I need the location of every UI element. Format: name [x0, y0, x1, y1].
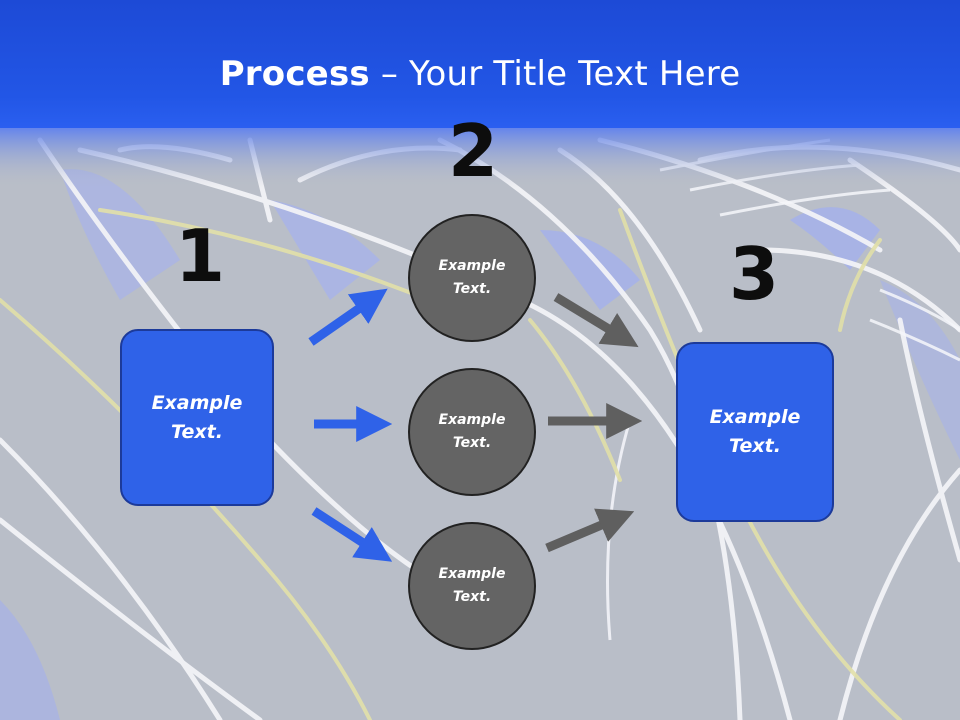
step-3-number: 3	[728, 232, 780, 316]
title-regular-part: – Your Title Text Here	[369, 54, 741, 94]
arrow-top-to-end	[553, 293, 639, 348]
arrow-start-to-bottom	[311, 507, 393, 562]
arrow-bottom-to-end	[545, 508, 635, 553]
slide-title: Process – Your Title Text Here	[0, 52, 960, 96]
circle-top: Example Text.	[408, 214, 536, 342]
step-1-number: 1	[174, 214, 226, 298]
circle-top-label: Example Text.	[438, 258, 506, 297]
circle-bottom: Example Text.	[408, 522, 536, 650]
step-2-number: 2	[447, 109, 499, 193]
circle-bottom-label: Example Text.	[438, 566, 506, 605]
start-box: Example Text.	[120, 329, 274, 506]
end-box-label: Example Text.	[709, 406, 801, 457]
end-box: Example Text.	[676, 342, 834, 522]
arrow-start-to-top	[308, 288, 388, 346]
start-box-label: Example Text.	[151, 391, 243, 443]
circle-middle-label: Example Text.	[438, 412, 506, 451]
title-bold-part: Process	[219, 54, 370, 94]
circle-middle: Example Text.	[408, 368, 536, 496]
